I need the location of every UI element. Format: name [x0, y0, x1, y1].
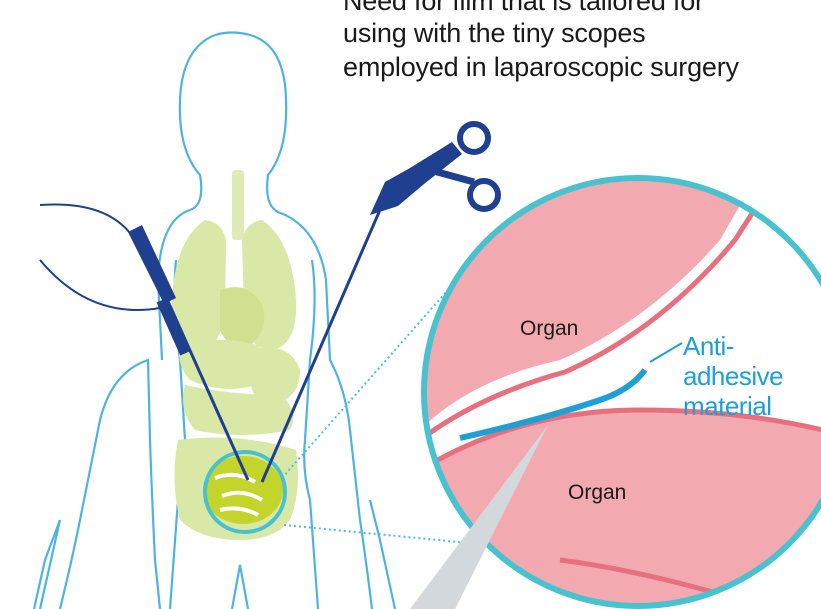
material-label-line-2: adhesive: [683, 361, 783, 391]
caption: Need for film that is tailored for using…: [0, 0, 821, 120]
caption-line-3: employed in laparoscopic surgery: [343, 52, 739, 83]
material-label-line-3: material: [683, 391, 783, 421]
organ-bottom-label: Organ: [568, 481, 626, 505]
organ-top-label: Organ: [520, 317, 578, 341]
material-label-line-1: Anti-: [683, 331, 783, 361]
caption-line-1: Need for film that is tailored for: [343, 0, 704, 17]
anti-adhesive-material-label: Anti- adhesive material: [683, 331, 783, 421]
caption-line-2: using with the tiny scopes: [343, 18, 645, 49]
